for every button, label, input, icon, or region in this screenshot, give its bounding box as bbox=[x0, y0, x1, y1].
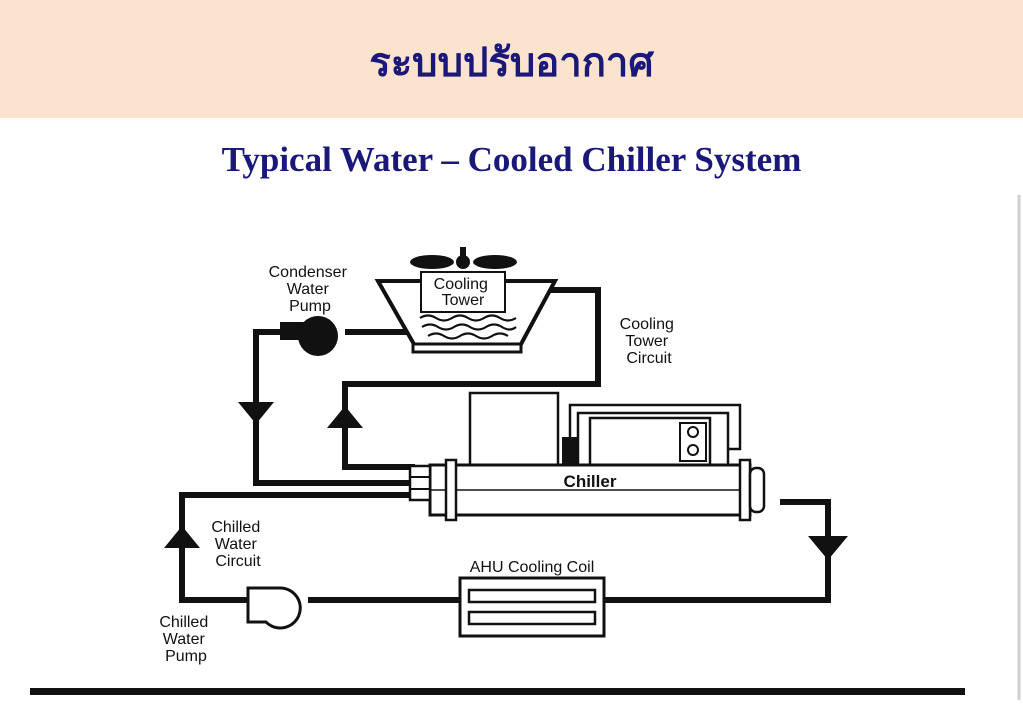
condenser-water-pump-icon bbox=[280, 316, 338, 356]
flow-arrow-down-left bbox=[238, 402, 274, 424]
page-title: ระบบปรับอากาศ bbox=[369, 39, 654, 86]
chiller-unit: Chiller bbox=[408, 391, 766, 522]
header-band bbox=[0, 0, 1023, 118]
water-waves-icon bbox=[419, 314, 517, 340]
gauge-icon bbox=[687, 444, 699, 456]
flow-arrow-up-mid bbox=[327, 406, 363, 428]
cooling-tower bbox=[374, 247, 559, 354]
pipe-ahu-to-chiller bbox=[603, 499, 831, 603]
cooling-tower-fan-icon bbox=[410, 247, 517, 269]
flow-arrow-down-right bbox=[808, 536, 848, 560]
flow-arrow-up-chilled bbox=[164, 526, 200, 548]
pipe-pump-to-chiller bbox=[253, 329, 415, 486]
condenser-water-pump-label: Condenser Water Pump bbox=[269, 264, 352, 315]
chilled-water-circuit-label: Chilled Water Circuit bbox=[211, 519, 264, 570]
chilled-water-pump-label: Chilled Water Pump bbox=[159, 614, 212, 665]
ahu-cooling-coil bbox=[458, 576, 606, 638]
cooling-tower-label: Cooling Tower bbox=[434, 276, 493, 309]
chiller-label: Chiller bbox=[564, 472, 617, 491]
pipe-chiller-to-tower bbox=[342, 287, 601, 470]
chiller-compressor-box bbox=[468, 391, 560, 467]
gauge-icon bbox=[687, 426, 699, 438]
diagram-subtitle: Typical Water – Cooled Chiller System bbox=[221, 140, 802, 179]
bottom-rule bbox=[30, 688, 965, 695]
chilled-water-pump-icon bbox=[246, 586, 302, 630]
cooling-tower-circuit-label: Cooling Tower Circuit bbox=[620, 316, 679, 367]
ahu-cooling-coil-label: AHU Cooling Coil bbox=[470, 559, 595, 576]
